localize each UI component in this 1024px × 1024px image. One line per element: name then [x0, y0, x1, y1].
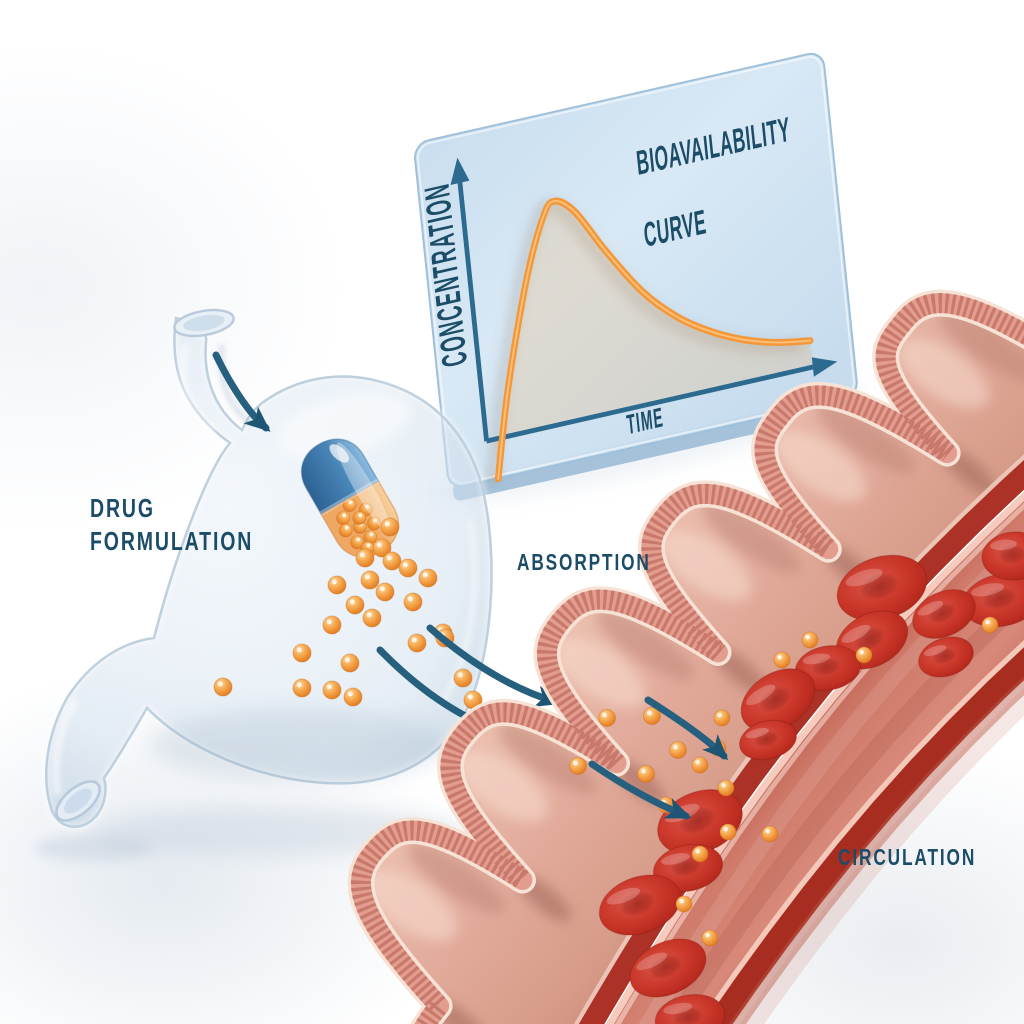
drug-particle — [569, 757, 587, 775]
drug-particle — [292, 643, 312, 663]
drug-particle — [322, 615, 342, 635]
chart-title-line1: BIOAVAILABILITY — [634, 110, 792, 183]
drug-particle — [360, 570, 380, 590]
x-axis — [486, 363, 817, 444]
drug-particle — [598, 709, 616, 727]
drug-particle — [669, 741, 687, 759]
drug-particle — [342, 498, 357, 513]
vessel-wall-lower — [552, 430, 1024, 1024]
drug-particle — [350, 535, 365, 550]
drug-particle — [380, 517, 400, 537]
vessel-entry-arrow-upper — [644, 696, 729, 761]
drug-particle — [343, 687, 363, 707]
flow-arrows-vessel — [588, 696, 729, 820]
capsule-gloss — [336, 442, 391, 534]
drug-particle — [643, 707, 661, 725]
absorption-arrow-upper — [426, 624, 562, 707]
red-blood-cell — [598, 874, 682, 936]
red-blood-cell — [912, 589, 976, 639]
drug-capsule — [300, 438, 400, 558]
drug-particle — [213, 677, 233, 697]
drug-particle — [403, 592, 423, 612]
drug-particle — [418, 568, 438, 588]
curve-highlight — [497, 200, 812, 480]
drug-particle — [366, 516, 381, 531]
vessel-entry-arrow-lower — [588, 760, 692, 820]
curve-area-fill — [494, 201, 813, 479]
drug-particle — [701, 929, 719, 947]
absorption-label: ABSORPTION — [517, 549, 651, 575]
red-blood-cell — [835, 610, 909, 670]
drug-particle — [637, 765, 655, 783]
drug-particle — [372, 538, 392, 558]
drug-particle — [407, 633, 427, 653]
x-axis-arrowhead — [811, 357, 838, 377]
y-axis — [457, 178, 489, 442]
drug-particle — [801, 631, 819, 649]
vessel-lumen — [501, 350, 1024, 1024]
red-blood-cell — [981, 531, 1024, 581]
drug-particle — [981, 616, 999, 634]
capsule-granules — [336, 498, 381, 556]
drug-particle — [719, 823, 737, 841]
drug-particle — [336, 511, 351, 526]
drug-particle — [355, 548, 375, 568]
chart-title: BIOAVAILABILITY CURVE — [631, 75, 803, 289]
capsule-seam — [319, 478, 380, 516]
red-blood-cell — [836, 554, 928, 622]
glass-stomach — [43, 308, 495, 830]
drug-particle — [675, 895, 693, 913]
drug-particle — [717, 779, 735, 797]
drug-particle — [463, 690, 483, 710]
drug-formulation-label: DRUG FORMULATION — [90, 493, 254, 556]
red-blood-cell — [740, 668, 816, 732]
drug-particles-wall — [569, 707, 687, 783]
drug-particle — [773, 651, 791, 669]
drug-particle — [363, 530, 378, 545]
drug-particle — [338, 523, 353, 538]
drug-particle — [761, 825, 779, 843]
capsule-cap — [300, 438, 380, 516]
drug-particles-stomach — [213, 517, 530, 733]
drug-particle — [327, 575, 347, 595]
wall-shading — [366, 309, 1024, 1024]
drug-particle — [340, 653, 360, 673]
red-blood-cell — [629, 938, 707, 998]
red-blood-cell — [739, 719, 797, 761]
red-blood-cells — [598, 531, 1024, 1024]
drug-particle — [691, 756, 709, 774]
y-axis-arrowhead — [450, 157, 470, 185]
drug-particle — [362, 608, 382, 628]
panel-face — [414, 52, 858, 488]
drug-particle — [453, 668, 473, 688]
ingestion-arrow — [212, 351, 271, 432]
curve-shadow — [486, 199, 805, 484]
red-blood-cell — [918, 636, 974, 678]
drug-particle — [375, 582, 395, 602]
drug-particle — [691, 845, 709, 863]
drug-particle — [855, 646, 873, 664]
circulation-label: CIRCULATION — [838, 844, 977, 870]
drug-particle — [352, 511, 367, 526]
mucosa-striation — [350, 267, 1024, 1024]
drug-particle — [322, 680, 342, 700]
bioavailability-chart-panel — [414, 52, 859, 501]
glass-highlight — [278, 391, 412, 459]
red-blood-cell — [654, 994, 726, 1024]
drug-particle — [345, 595, 365, 615]
drug-particle — [292, 678, 312, 698]
drug-particle — [382, 551, 402, 571]
drug-particle — [713, 709, 731, 727]
drug-particle — [398, 558, 418, 578]
chart-title-line2: CURVE — [642, 202, 709, 255]
